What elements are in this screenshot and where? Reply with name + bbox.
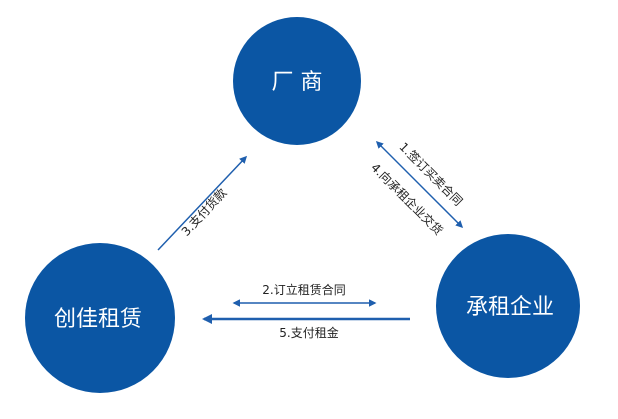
arrow-step1-4: [375, 140, 464, 229]
arrow-step3: [157, 155, 248, 251]
label-step3: 3.支付货款: [178, 185, 230, 239]
node-lessor: 创佳租赁: [25, 243, 175, 393]
lessee-label: 承租企业: [466, 295, 554, 320]
label-step5: 5.支付租金: [279, 325, 338, 340]
node-manufacturer: 厂 商: [233, 17, 361, 145]
label-step2: 2.订立租赁合同: [262, 282, 345, 297]
lessor-label: 创佳租赁: [54, 307, 142, 332]
manufacturer-label: 厂 商: [272, 70, 323, 95]
node-lessee: 承租企业: [436, 234, 580, 378]
